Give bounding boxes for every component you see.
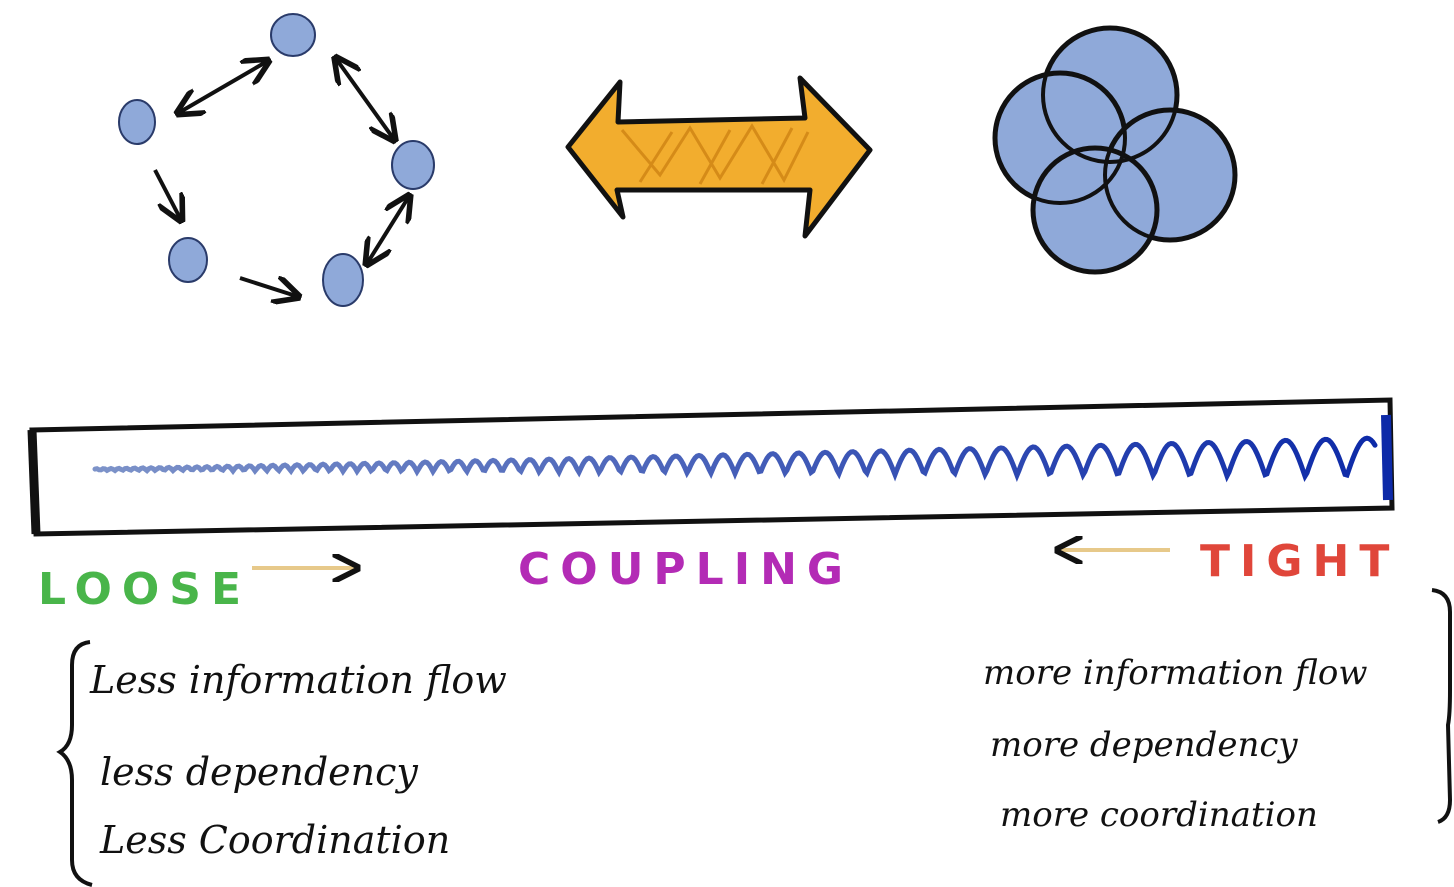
coupling-label: COUPLING (518, 544, 853, 595)
tight-label: TIGHT (1200, 536, 1399, 587)
network-arrow (239, 278, 296, 296)
tight-characteristics: more information flow more dependency mo… (983, 588, 1453, 835)
loose-network-diagram-icon (118, 13, 435, 307)
network-node (391, 140, 435, 190)
left-brace (56, 640, 93, 887)
loose-item: less dependency (100, 750, 418, 794)
tight-item: more dependency (990, 725, 1298, 765)
loose-item: Less Coordination (99, 818, 450, 862)
network-node (270, 13, 316, 57)
loose-label: LOOSE (38, 564, 251, 615)
coupling-scale-bar (27, 397, 1395, 537)
network-arrow (368, 198, 408, 262)
network-node (322, 253, 364, 307)
network-arrow (337, 60, 393, 138)
loose-item: Less information flow (89, 658, 507, 702)
right-brace (1431, 588, 1453, 824)
network-node (168, 237, 208, 283)
overlap-circle (1030, 145, 1160, 275)
coupling-wave (92, 435, 1378, 483)
network-arrow (153, 169, 180, 218)
network-arrow (180, 62, 266, 112)
network-node (118, 99, 156, 145)
tight-item: more information flow (983, 653, 1367, 693)
loose-characteristics: Less information flow less dependency Le… (56, 640, 507, 887)
double-headed-arrow-icon (565, 75, 873, 239)
overlapping-circles-diagram-icon (992, 25, 1238, 275)
tight-item: more coordination (1000, 795, 1318, 835)
